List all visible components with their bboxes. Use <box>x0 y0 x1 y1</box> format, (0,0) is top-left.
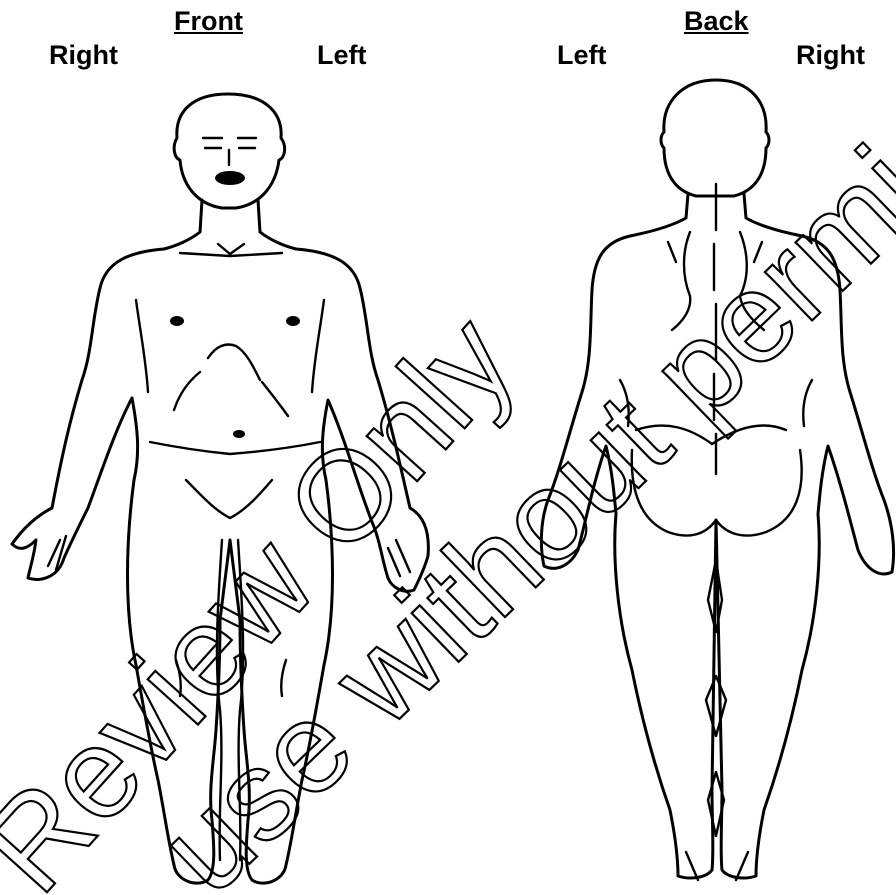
front-mouth <box>215 171 245 185</box>
front-right-nipple <box>286 316 300 326</box>
front-collarbone <box>180 244 282 256</box>
front-navel <box>233 430 245 438</box>
front-ribcage-line <box>174 345 288 417</box>
back-head-outline <box>661 80 769 196</box>
watermark-line-2: use without permis <box>132 76 896 895</box>
front-left-nipple <box>170 316 184 326</box>
